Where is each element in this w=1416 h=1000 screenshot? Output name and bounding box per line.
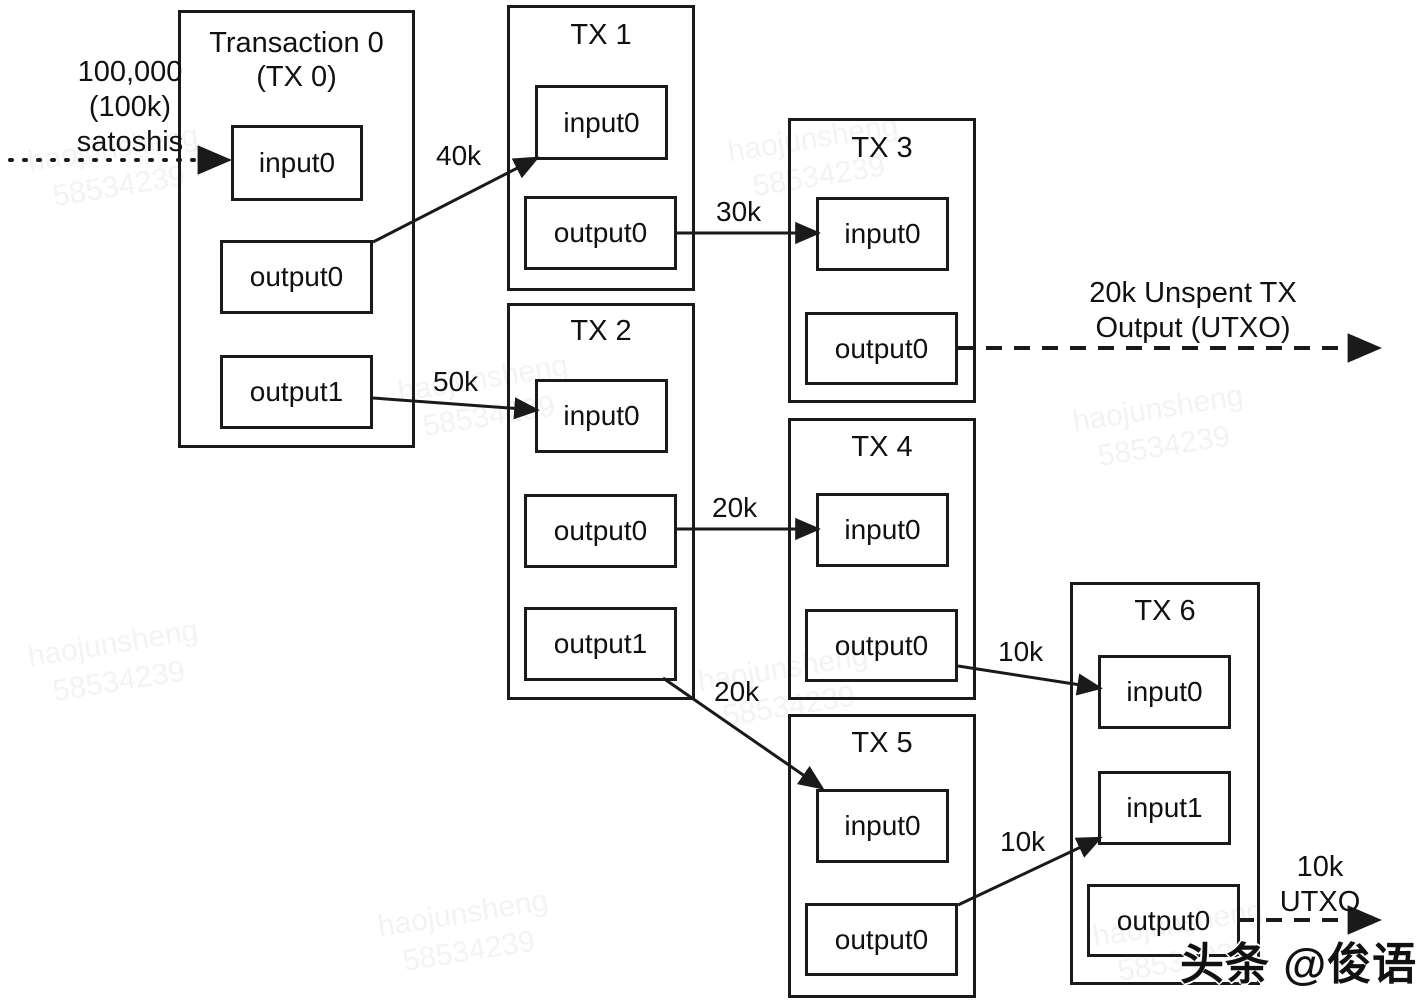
tx0-input0-box[interactable]: input0 — [231, 125, 363, 201]
tx2-input0-box[interactable]: input0 — [535, 379, 668, 453]
transaction-title-tx5: TX 5 — [851, 727, 913, 759]
tx2-output0-box[interactable]: output0 — [524, 494, 677, 568]
utxo-10k-label: 10k UTXO — [1279, 851, 1361, 918]
utxo-20k-label: 20k Unspent TX Output (UTXO) — [1089, 277, 1297, 344]
transaction-title-tx3: TX 3 — [851, 132, 913, 164]
edge-label-tx0-out0-to-tx1: 40k — [436, 140, 482, 171]
tx3-input0-box[interactable]: input0 — [816, 197, 949, 271]
edge-label-tx2-out1-to-tx5: 20k — [714, 676, 760, 707]
tx1-output0-label: output0 — [553, 217, 648, 248]
tx2-output1-label: output1 — [553, 628, 648, 659]
tx0-output1-label: output1 — [249, 376, 344, 407]
transaction-title-tx1: TX 1 — [570, 19, 632, 51]
tx5-input0-box[interactable]: input0 — [816, 789, 949, 863]
edge-tx5-out0-to-tx6 — [957, 836, 1103, 907]
tx1-input0-box[interactable]: input0 — [535, 85, 668, 160]
transaction-title-tx2: TX 2 — [570, 315, 632, 347]
tx6-input0-box[interactable]: input0 — [1098, 655, 1231, 729]
tx2-input0-label: input0 — [563, 400, 640, 431]
tx6-output0-label: output0 — [1116, 904, 1211, 936]
tx5-output0-label: output0 — [834, 923, 929, 955]
transaction-box-tx0[interactable] — [178, 10, 415, 448]
edge-label-tx2-out0-to-tx4: 20k — [712, 492, 758, 523]
edge-tx4-out0-to-tx6 — [957, 664, 1103, 696]
tx0-output1-box[interactable]: output1 — [220, 355, 373, 429]
edge-tx2-out1-to-tx5 — [662, 676, 825, 790]
tx0-output0-label: output0 — [249, 261, 344, 292]
transaction-title-tx6: TX 6 — [1134, 595, 1196, 627]
transaction-box-tx5[interactable] — [788, 714, 976, 998]
tx0-output0-box[interactable]: output0 — [220, 240, 373, 314]
transaction-box-tx4[interactable] — [788, 418, 976, 700]
tx4-input0-box[interactable]: input0 — [816, 493, 949, 567]
transaction-box-tx6[interactable] — [1070, 582, 1260, 985]
tx3-output0-label: output0 — [834, 332, 929, 364]
transaction-title-tx4: TX 4 — [851, 431, 913, 463]
edge-label-tx0-out1-to-tx2: 50k — [433, 366, 479, 397]
source-amount-label: 100,000 (100k) satoshis — [76, 56, 184, 158]
tx4-output0-box[interactable]: output0 — [805, 609, 958, 682]
edge-label-tx4-out0-to-tx6: 10k — [998, 636, 1044, 667]
tx1-output0-box[interactable]: output0 — [524, 196, 677, 270]
tx1-input0-label: input0 — [563, 106, 640, 138]
tx2-output0-label: output0 — [553, 515, 648, 546]
tx0-input0-label: input0 — [258, 147, 336, 178]
tx6-input0-label: input0 — [1126, 676, 1203, 707]
tx6-output0-box[interactable]: output0 — [1087, 884, 1240, 957]
tx6-input1-box[interactable]: input1 — [1098, 771, 1231, 845]
tx6-input1-label: input1 — [1126, 792, 1203, 823]
tx3-output0-box[interactable]: output0 — [805, 312, 958, 385]
transaction-title-tx0: Transaction 0 (TX 0) — [209, 27, 384, 94]
tx4-output0-label: output0 — [834, 629, 929, 661]
tx5-output0-box[interactable]: output0 — [805, 903, 958, 976]
tx4-input0-label: input0 — [844, 514, 921, 545]
edge-label-tx1-out0-to-tx3: 30k — [716, 196, 762, 227]
tx3-input0-label: input0 — [844, 218, 921, 249]
tx5-input0-label: input0 — [844, 810, 921, 841]
tx2-output1-box[interactable]: output1 — [524, 607, 677, 681]
transaction-box-tx2[interactable] — [507, 303, 695, 700]
transaction-box-tx3[interactable] — [788, 118, 976, 403]
edge-label-tx5-out0-to-tx6: 10k — [1000, 826, 1046, 857]
transaction-box-tx1[interactable] — [507, 5, 695, 291]
